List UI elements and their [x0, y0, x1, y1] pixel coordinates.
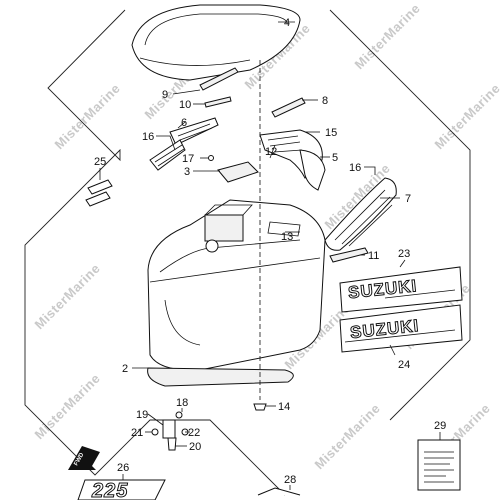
callout-label: 11 — [368, 250, 379, 262]
leader-lines — [99, 21, 441, 490]
seal-2 — [147, 367, 294, 387]
bracket-5 — [299, 149, 326, 191]
callout-label: 28 — [284, 474, 296, 486]
callout-label: 16 — [142, 131, 154, 143]
suzuki-decal-24: SUZUKI — [339, 304, 463, 353]
callout-label: 13 — [281, 231, 293, 243]
callout-label: 21 — [131, 427, 143, 439]
callout-label: 5 — [332, 152, 338, 164]
plate-3 — [217, 161, 259, 183]
vent-16-left — [149, 139, 186, 171]
callout-labels: 4 9 10 8 6 15 16 12 17 5 25 3 16 7 13 23… — [94, 17, 446, 486]
assembly-frame-right — [329, 9, 471, 421]
callout-label: 17 — [182, 153, 194, 165]
seal-strip-9 — [199, 67, 239, 91]
seal-strip-11 — [329, 247, 369, 263]
watermark: MisterMarine — [312, 401, 384, 473]
suzuki-decal-23: SUZUKI — [339, 266, 463, 313]
callout-label: 22 — [188, 427, 200, 439]
callout-label: 24 — [398, 359, 410, 371]
emblem-25 — [85, 179, 113, 207]
callout-label: 15 — [325, 127, 337, 139]
vent-7-right — [324, 177, 397, 251]
seal-strip-10 — [204, 96, 232, 108]
callout-label: 4 — [284, 17, 290, 29]
callout-label: 6 — [181, 117, 187, 129]
callout-label: 29 — [434, 420, 446, 432]
latch-assembly — [151, 411, 189, 451]
callout-label: 16 — [349, 162, 361, 174]
lower-cover-body — [147, 199, 326, 371]
watermark: MisterMarine — [32, 371, 104, 443]
callout-label: 3 — [184, 166, 190, 178]
callout-label: 20 — [189, 441, 201, 453]
decal-225-text: 225 — [91, 480, 128, 500]
watermark: MisterMarine — [352, 1, 424, 73]
callout-label: 25 — [94, 156, 106, 168]
label-28 — [257, 487, 301, 496]
watermark: MisterMarine — [32, 261, 104, 333]
watermark: MisterMarine — [432, 81, 500, 153]
callout-label: 10 — [179, 99, 191, 111]
top-cap-part — [131, 4, 301, 81]
callout-label: 9 — [162, 89, 168, 101]
callout-label: 23 — [398, 248, 410, 260]
callout-label: 14 — [278, 401, 290, 413]
callout-label: 19 — [136, 409, 148, 421]
callout-label: 8 — [322, 95, 328, 107]
watermark: MisterMarine — [52, 81, 124, 153]
fwd-decal: FWD — [68, 446, 100, 470]
decal-225: 225 — [77, 479, 166, 500]
callout-label: 12 — [265, 146, 277, 158]
callout-label: 18 — [176, 397, 188, 409]
callout-label: 2 — [122, 363, 128, 375]
bolt-14 — [253, 403, 267, 411]
seal-strip-8 — [271, 97, 306, 118]
callout-label: 26 — [117, 462, 129, 474]
manual-29 — [417, 439, 461, 491]
bracket-6 — [169, 117, 219, 146]
bolt-17 — [208, 155, 214, 161]
callout-label: 7 — [405, 193, 411, 205]
assembly-frame — [24, 9, 286, 496]
